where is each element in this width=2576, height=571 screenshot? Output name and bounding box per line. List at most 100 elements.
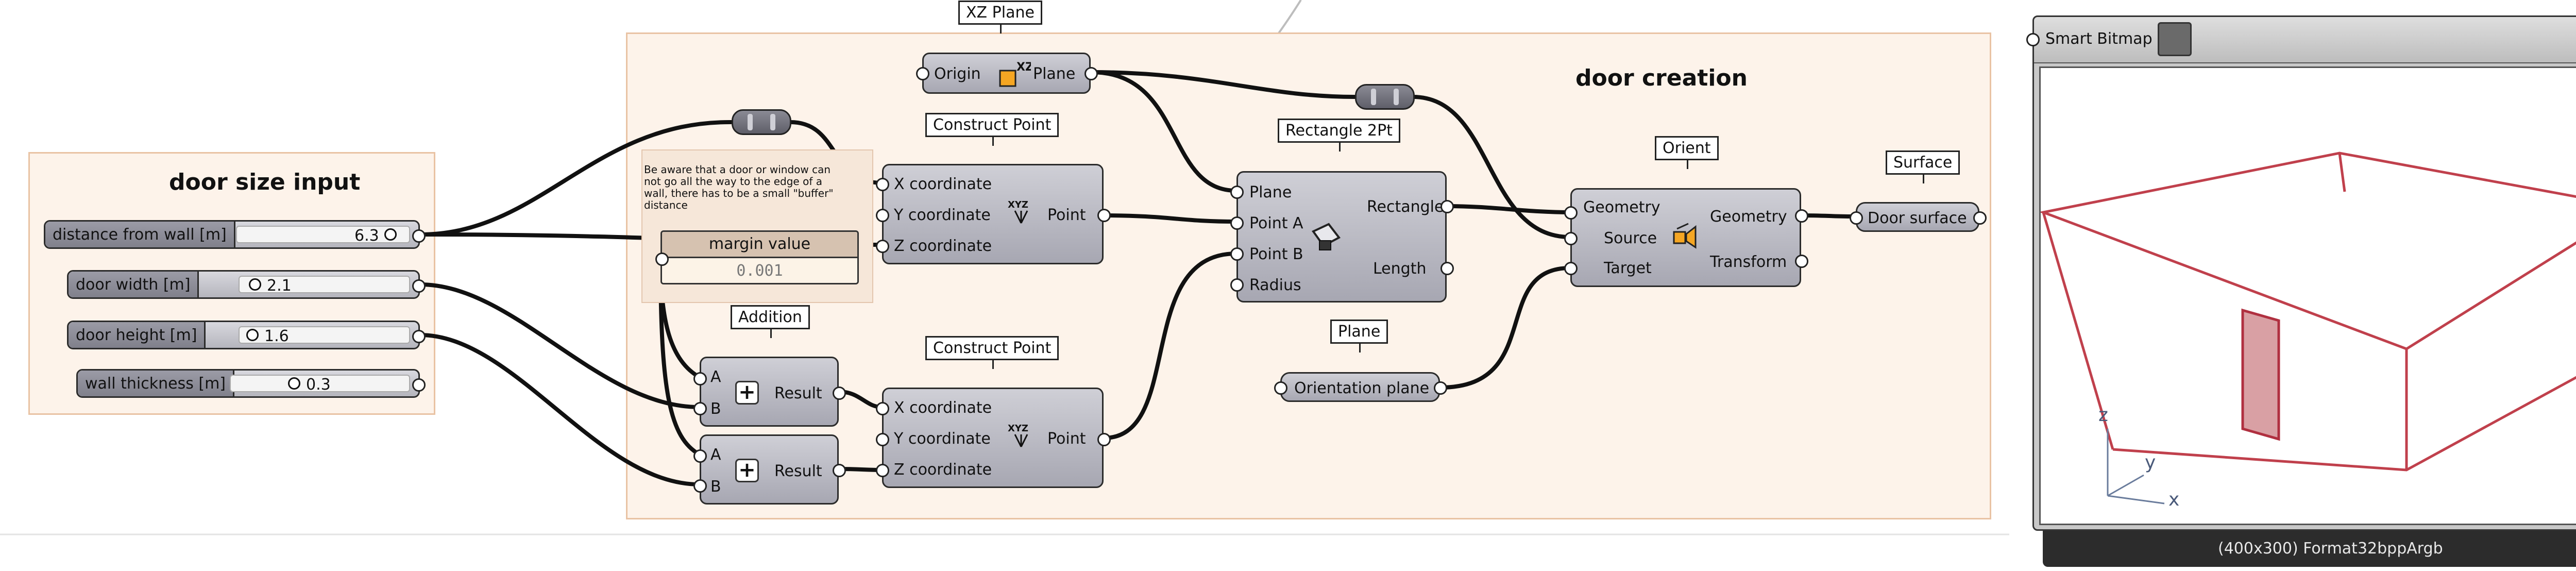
input-grip[interactable] [1230, 278, 1244, 292]
port-b[interactable]: B [710, 400, 721, 418]
smart-bitmap-window[interactable]: Smart Bitmap z y x [2032, 15, 2576, 531]
output-grip[interactable] [1795, 209, 1808, 223]
output-grip[interactable] [1973, 211, 1987, 225]
input-grip[interactable] [1564, 262, 1578, 275]
xyz-point-icon: XYZ [1008, 423, 1028, 447]
output-grip[interactable] [1097, 209, 1111, 222]
slider-door-height[interactable]: door height [m] 1.6 [67, 321, 426, 349]
orientation-plane-param[interactable]: Orientation plane [1280, 372, 1440, 402]
slider-door-width[interactable]: door width [m] 2.1 [67, 270, 426, 299]
port-point[interactable]: Point [1047, 206, 1086, 224]
port-a[interactable]: A [710, 446, 721, 464]
port-plane[interactable]: Plane [1033, 65, 1076, 83]
bitmap-preview-icon[interactable] [2158, 22, 2192, 56]
port-y-coordinate[interactable]: Y coordinate [894, 430, 991, 448]
input-grip[interactable] [655, 253, 669, 266]
input-grip[interactable] [876, 240, 889, 253]
input-grip[interactable] [916, 67, 929, 80]
input-grip[interactable] [2026, 33, 2040, 46]
port-source[interactable]: Source [1604, 229, 1657, 247]
svg-text:XYZ: XYZ [1008, 423, 1028, 434]
port-geometry-in[interactable]: Geometry [1583, 198, 1660, 216]
axis-z-label: z [2098, 405, 2108, 426]
input-grip[interactable] [693, 372, 707, 385]
output-grip[interactable] [1084, 67, 1098, 80]
input-grip[interactable] [693, 479, 707, 493]
door-surface-param[interactable]: Door surface [1856, 202, 1979, 232]
construct-point-2[interactable]: X coordinate Y coordinate Z coordinate X… [882, 388, 1104, 488]
slider-knob[interactable] [384, 228, 397, 241]
input-grip[interactable] [1230, 186, 1244, 199]
input-grip[interactable] [1274, 381, 1287, 395]
construct-point-1[interactable]: X coordinate Y coordinate Z coordinate X… [882, 164, 1104, 264]
slider-track[interactable] [236, 226, 410, 243]
output-grip[interactable] [412, 279, 426, 293]
input-grip[interactable] [1230, 247, 1244, 261]
port-x-coordinate[interactable]: X coordinate [894, 399, 992, 417]
slider-name: door width [m] [69, 272, 199, 297]
port-plane[interactable]: Plane [1249, 183, 1292, 201]
output-grip[interactable] [1440, 200, 1454, 213]
port-result[interactable]: Result [774, 384, 822, 402]
port-result[interactable]: Result [774, 462, 822, 480]
port-radius[interactable]: Radius [1249, 276, 1301, 294]
output-grip[interactable] [412, 378, 426, 392]
relay-plane[interactable] [1355, 84, 1415, 110]
slider-knob[interactable] [249, 278, 261, 291]
input-grip[interactable] [1230, 216, 1244, 230]
port-rectangle[interactable]: Rectangle [1367, 198, 1444, 216]
slider-track[interactable] [230, 375, 410, 392]
port-transform[interactable]: Transform [1710, 253, 1787, 271]
output-grip[interactable] [1097, 433, 1111, 446]
output-grip[interactable] [412, 330, 426, 343]
orient-label: Orient [1655, 136, 1719, 169]
port-target[interactable]: Target [1604, 259, 1652, 277]
slider-knob[interactable] [288, 377, 300, 390]
port-point[interactable]: Point [1047, 430, 1086, 448]
port-x-coordinate[interactable]: X coordinate [894, 175, 992, 193]
output-grip[interactable] [412, 229, 426, 243]
slider-knob[interactable] [246, 329, 259, 341]
input-grip[interactable] [1850, 211, 1863, 225]
output-grip[interactable] [1795, 255, 1808, 268]
output-grip[interactable] [833, 464, 846, 477]
port-a[interactable]: A [710, 368, 721, 386]
output-grip[interactable] [1440, 262, 1454, 275]
port-b[interactable]: B [710, 478, 721, 496]
relay-distance[interactable] [732, 109, 791, 135]
input-grip[interactable] [876, 178, 889, 191]
addition-component-1[interactable]: A B + Result [700, 357, 839, 427]
input-grip[interactable] [693, 402, 707, 415]
input-grip[interactable] [1564, 206, 1578, 220]
rectangle-2pt-component[interactable]: Plane Point A Point B Radius Rectangle L… [1236, 171, 1447, 303]
output-grip[interactable] [1434, 381, 1447, 395]
output-grip[interactable] [833, 387, 846, 400]
param-text: Orientation plane [1294, 379, 1430, 397]
input-grip[interactable] [1564, 232, 1578, 245]
door-shape [2241, 308, 2280, 441]
port-point-a[interactable]: Point A [1249, 214, 1303, 232]
input-grip[interactable] [876, 402, 889, 415]
port-length[interactable]: Length [1373, 260, 1427, 278]
bitmap-header[interactable]: Smart Bitmap [2034, 17, 2576, 63]
slider-distance-from-wall[interactable]: distance from wall [m] 6.3 [44, 220, 426, 249]
margin-panel[interactable]: margin value 0.001 [660, 230, 859, 284]
port-z-coordinate[interactable]: Z coordinate [894, 237, 992, 255]
port-z-coordinate[interactable]: Z coordinate [894, 461, 992, 479]
port-geometry-out[interactable]: Geometry [1710, 208, 1787, 226]
port-y-coordinate[interactable]: Y coordinate [894, 206, 991, 224]
input-grip[interactable] [876, 464, 889, 477]
port-point-b[interactable]: Point B [1249, 245, 1303, 263]
slider-wall-thickness[interactable]: wall thickness [m] 0.3 [76, 369, 426, 398]
port-origin[interactable]: Origin [934, 65, 981, 83]
input-grip[interactable] [876, 433, 889, 446]
xz-plane-component[interactable]: Origin XZ Plane [922, 53, 1091, 94]
slider-track[interactable] [239, 326, 410, 344]
slider-track[interactable] [239, 276, 410, 293]
input-grip[interactable] [693, 449, 707, 463]
xyz-point-icon: XYZ [1008, 199, 1028, 224]
input-grip[interactable] [876, 209, 889, 222]
xz-plane-label: XZ Plane [958, 1, 1042, 33]
orient-component[interactable]: Geometry Source Target Geometry Transfor… [1570, 188, 1801, 287]
addition-component-2[interactable]: A B + Result [700, 434, 839, 505]
